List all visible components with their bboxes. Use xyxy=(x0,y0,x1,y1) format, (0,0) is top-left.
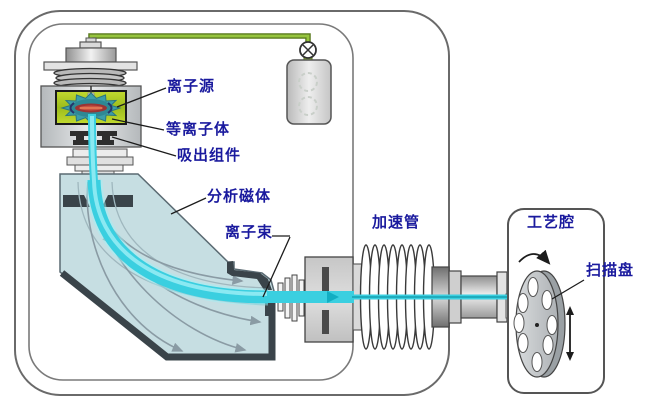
vertical-scan-arrow-icon xyxy=(566,306,574,361)
ion-beam-path xyxy=(85,113,514,306)
extraction-electrodes xyxy=(70,131,117,145)
label-scan-disk: 扫描盘 xyxy=(586,262,635,279)
label-ion-beam: 离子束 xyxy=(225,224,274,241)
label-acceleration-tube: 加速管 xyxy=(372,214,421,231)
rotation-arrow-icon xyxy=(518,249,551,265)
scan-disk xyxy=(513,270,566,378)
gas-bottle xyxy=(286,59,332,125)
label-extraction: 吸出组件 xyxy=(177,147,242,164)
label-analyzer-magnet: 分析磁体 xyxy=(207,188,272,205)
plasma-glow xyxy=(60,92,122,124)
process-chamber xyxy=(507,208,605,394)
label-ion-source: 离子源 xyxy=(167,78,216,95)
label-process-chamber: 工艺腔 xyxy=(527,214,576,231)
leader-lines xyxy=(111,87,585,300)
valve-icon xyxy=(299,41,317,62)
label-plasma: 等离子体 xyxy=(166,121,231,138)
